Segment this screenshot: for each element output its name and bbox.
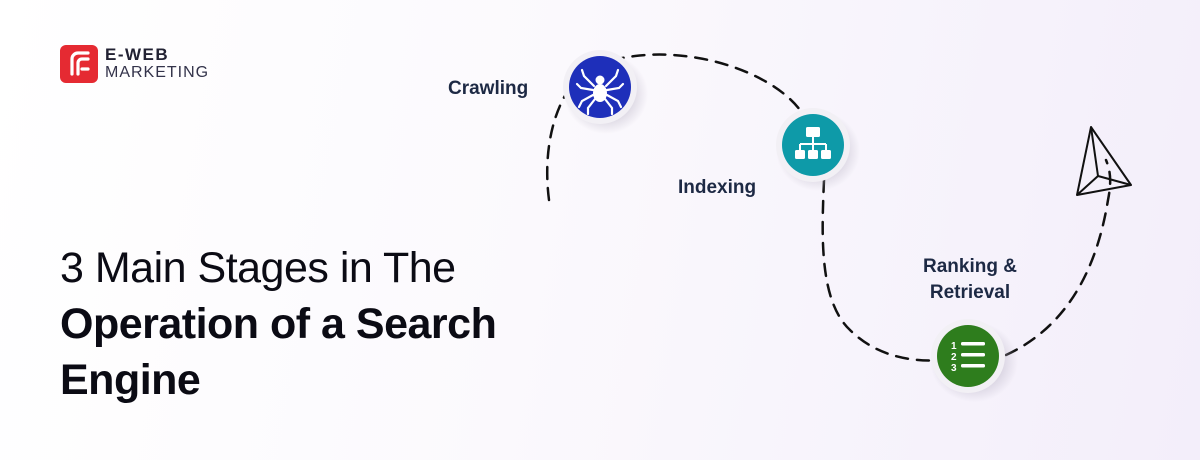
- svg-text:2: 2: [951, 352, 957, 363]
- title-line-1: 3 Main Stages in The: [60, 244, 456, 292]
- paper-plane-icon: [1076, 126, 1132, 196]
- brand-name-line2: MARKETING: [105, 64, 210, 81]
- svg-text:3: 3: [951, 363, 957, 374]
- numbered-list-icon: 1 2 3: [951, 341, 985, 374]
- page-title: 3 Main Stages in The Operation of a Sear…: [60, 240, 620, 408]
- stage-label-indexing: Indexing: [678, 177, 757, 198]
- stage-label-ranking: Ranking & Retrieval: [880, 254, 1060, 306]
- brand-logo: E-WEB MARKETING: [60, 45, 240, 87]
- process-path: [545, 53, 1112, 362]
- title-line-2: Operation of a Search: [60, 300, 497, 348]
- stage-label-ranking-line2: Retrieval: [929, 282, 1011, 303]
- spider-icon: [575, 68, 625, 116]
- stage-indexing: [776, 108, 860, 191]
- stage-label-ranking-line1: Ranking &: [923, 256, 1017, 277]
- stage-ranking-retrieval: 1 2 3: [930, 319, 1018, 402]
- title-line-3: Engine: [60, 356, 201, 404]
- stage-label-crawling: Crawling: [448, 78, 529, 99]
- svg-text:1: 1: [951, 341, 957, 352]
- sitemap-icon: [795, 127, 831, 159]
- ewm-logo-icon: [60, 45, 98, 83]
- brand-name-line1: E-WEB: [105, 45, 170, 64]
- stage-crawling: [563, 50, 648, 134]
